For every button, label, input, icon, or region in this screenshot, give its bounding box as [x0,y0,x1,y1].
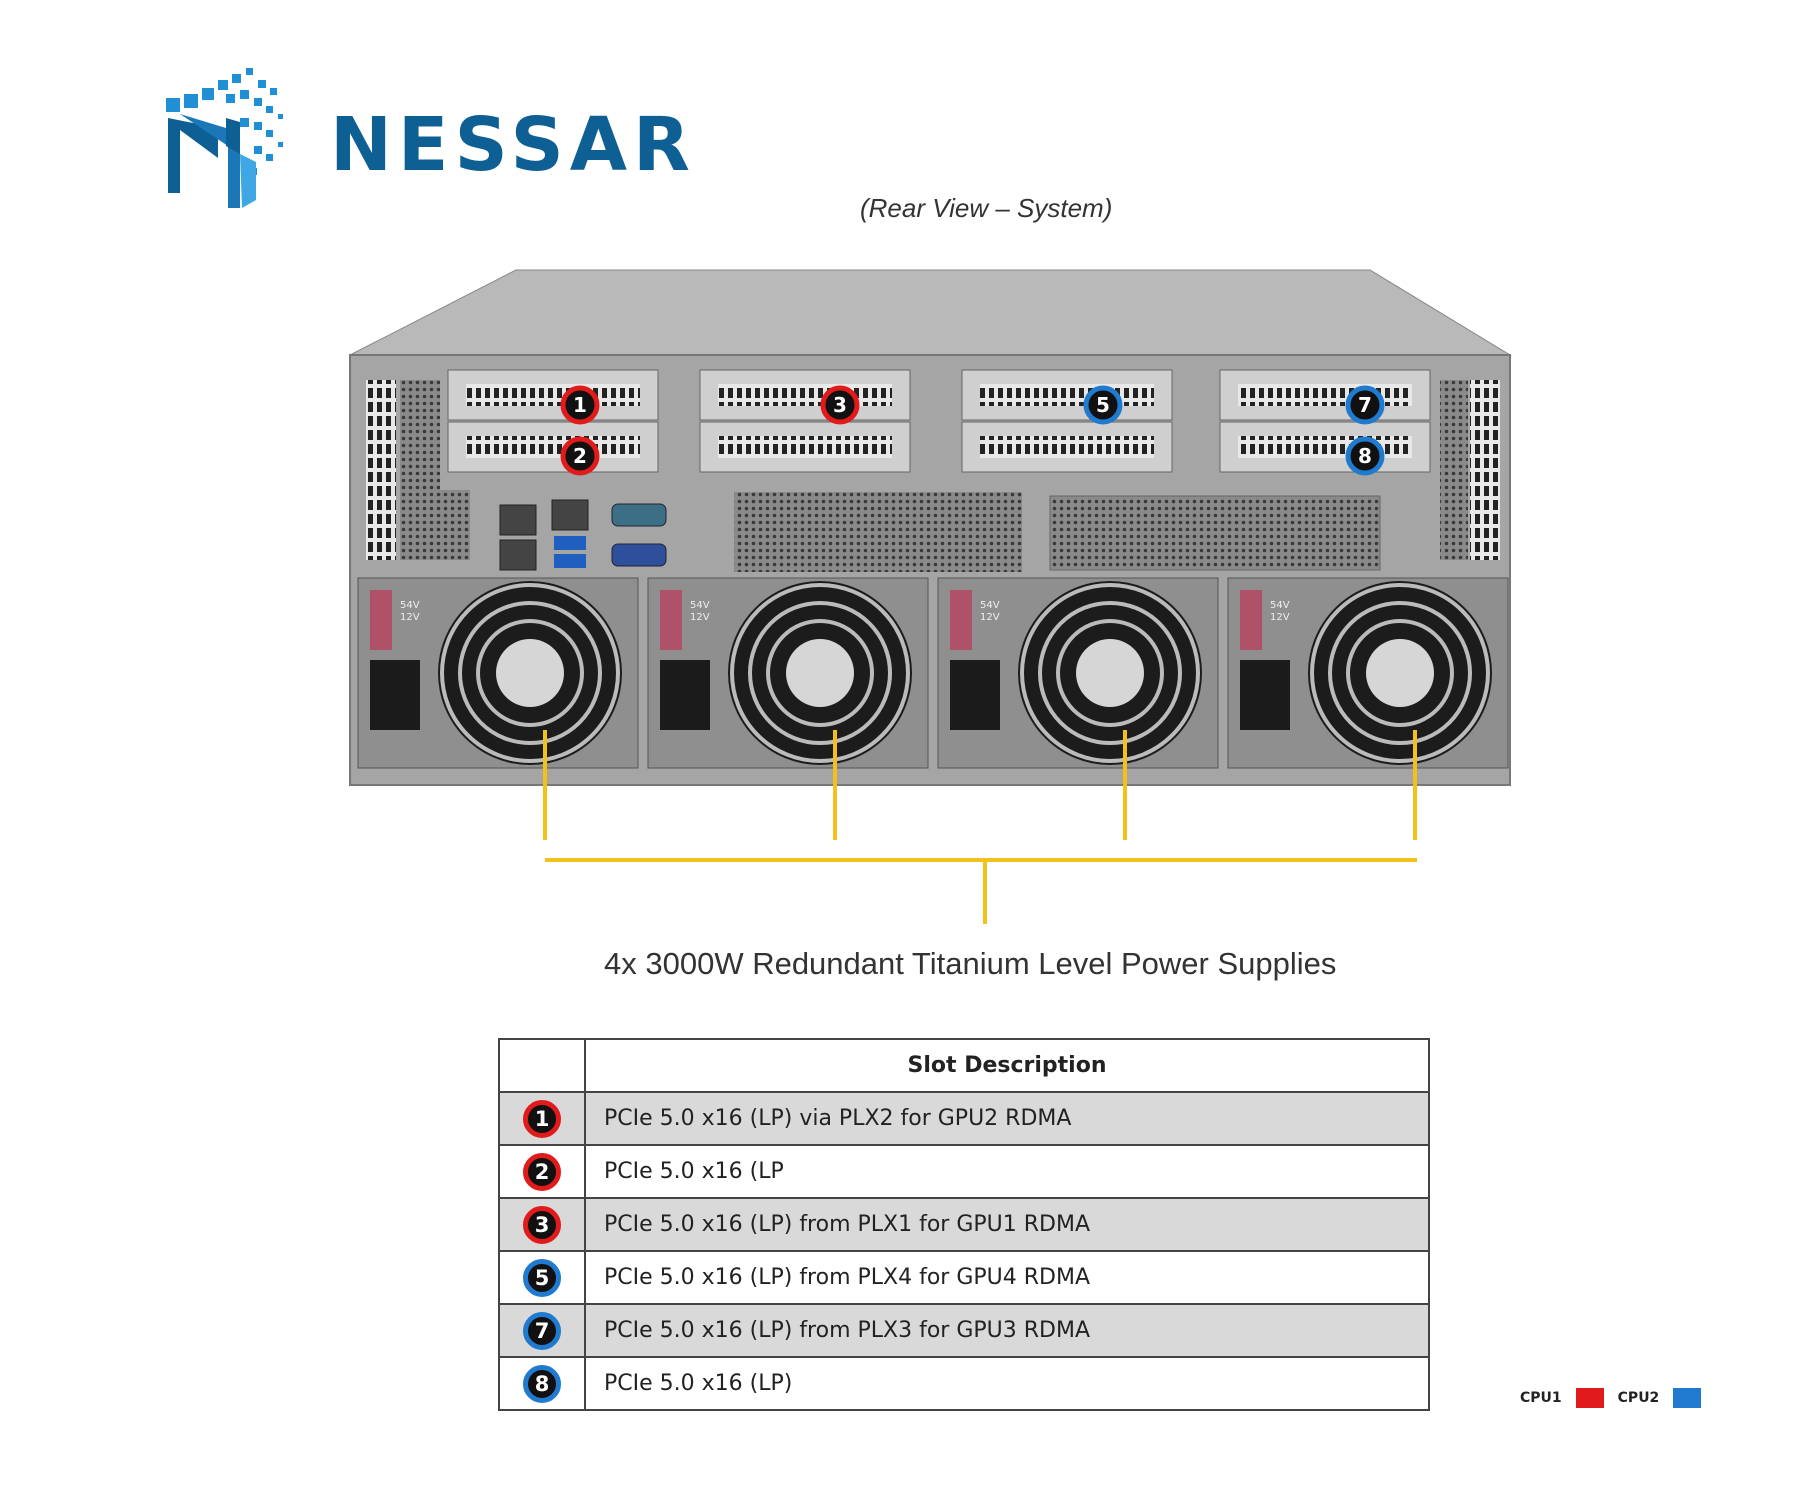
psu-label-line2: 12V [400,612,420,623]
slot-badge-1: 1 [523,1099,561,1138]
slot-description-cell: PCIe 5.0 x16 (LP) from PLX4 for GPU4 RDM… [584,1250,1430,1305]
table-row: 5 PCIe 5.0 x16 (LP) from PLX4 for GPU4 RD… [498,1250,1430,1305]
slot-number-cell: 1 [498,1091,586,1146]
slot-badge-3: 3 [523,1205,561,1244]
psu-label-line2: 12V [1270,612,1290,623]
psu-leader-drop [983,858,987,924]
table-row: 1 PCIe 5.0 x16 (LP) via PLX2 for GPU2 RDM… [498,1091,1430,1146]
slot-badge-7 [1345,385,1385,425]
slot-number-cell: 7 [498,1303,586,1358]
slot-number-cell: 8 [498,1356,586,1411]
slot-badge-1 [560,385,600,425]
slot-badge-number: 7 [1358,393,1372,417]
psu-label-line2: 12V [690,612,710,623]
slot-badge-number: 3 [833,393,847,417]
psu-label-line1: 54V [1270,600,1290,611]
table-header-blank [498,1038,586,1093]
psu-label-line1: 54V [400,600,420,611]
table-header-title: Slot Description [584,1038,1430,1093]
legend-cpu1-label: CPU1 [1520,1390,1562,1406]
table-row: 3 PCIe 5.0 x16 (LP) from PLX1 for GPU1 RD… [498,1197,1430,1252]
cpu-legend: CPU1 CPU2 [1520,1388,1715,1408]
slot-badge-number: 1 [573,393,587,417]
psu-label-line1: 54V [980,600,1000,611]
psu-leader-bus [545,858,1417,862]
slot-description-table: Slot Description 1 PCIe 5.0 x16 (LP) via … [498,1038,1430,1411]
legend-cpu2-label: CPU2 [1617,1390,1660,1406]
table-row: 8 PCIe 5.0 x16 (LP) [498,1356,1430,1411]
slot-description-cell: PCIe 5.0 x16 (LP) from PLX1 for GPU1 RDM… [584,1197,1430,1252]
slot-description-cell: PCIe 5.0 x16 (LP) via PLX2 for GPU2 RDMA [584,1091,1430,1146]
slot-number-cell: 5 [498,1250,586,1305]
psu-label-line2: 12V [980,612,1000,623]
slot-number-cell: 3 [498,1197,586,1252]
slot-badge-8 [1345,436,1385,476]
table-row: 2 PCIe 5.0 x16 (LP [498,1144,1430,1199]
slot-badge-2: 2 [523,1152,561,1191]
logo-wordmark: NESSAR [330,102,697,188]
psu-leader-lines [543,730,1417,840]
psu-caption: 4x 3000W Redundant Titanium Level Power … [604,946,1337,981]
slot-badge-8: 8 [523,1364,561,1403]
slot-badge-5: 5 [523,1258,561,1297]
slot-badge-3 [820,385,860,425]
legend-cpu2-swatch [1673,1388,1702,1408]
slot-number-cell: 2 [498,1144,586,1199]
slot-badge-5 [1083,385,1123,425]
slot-description-cell: PCIe 5.0 x16 (LP [584,1144,1430,1199]
slot-badge-number: 5 [1096,393,1110,417]
view-caption: (Rear View – System) [860,193,1113,223]
slot-description-cell: PCIe 5.0 x16 (LP) from PLX3 for GPU3 RDM… [584,1303,1430,1358]
legend-cpu1-swatch [1575,1388,1604,1408]
slot-badge-number: 8 [1358,444,1372,468]
table-header-row: Slot Description [498,1038,1430,1093]
slot-badge-2 [560,436,600,476]
slot-description-cell: PCIe 5.0 x16 (LP) [584,1356,1430,1411]
slot-badge-7: 7 [523,1311,561,1350]
psu-label-line1: 54V [690,600,710,611]
slot-badge-number: 2 [573,444,587,468]
table-row: 7 PCIe 5.0 x16 (LP) from PLX3 for GPU3 RD… [498,1303,1430,1358]
server-rear-view: 54V 12V 54V 12V 54V 12V [349,269,1512,840]
nessar-logo-icon [166,68,283,208]
